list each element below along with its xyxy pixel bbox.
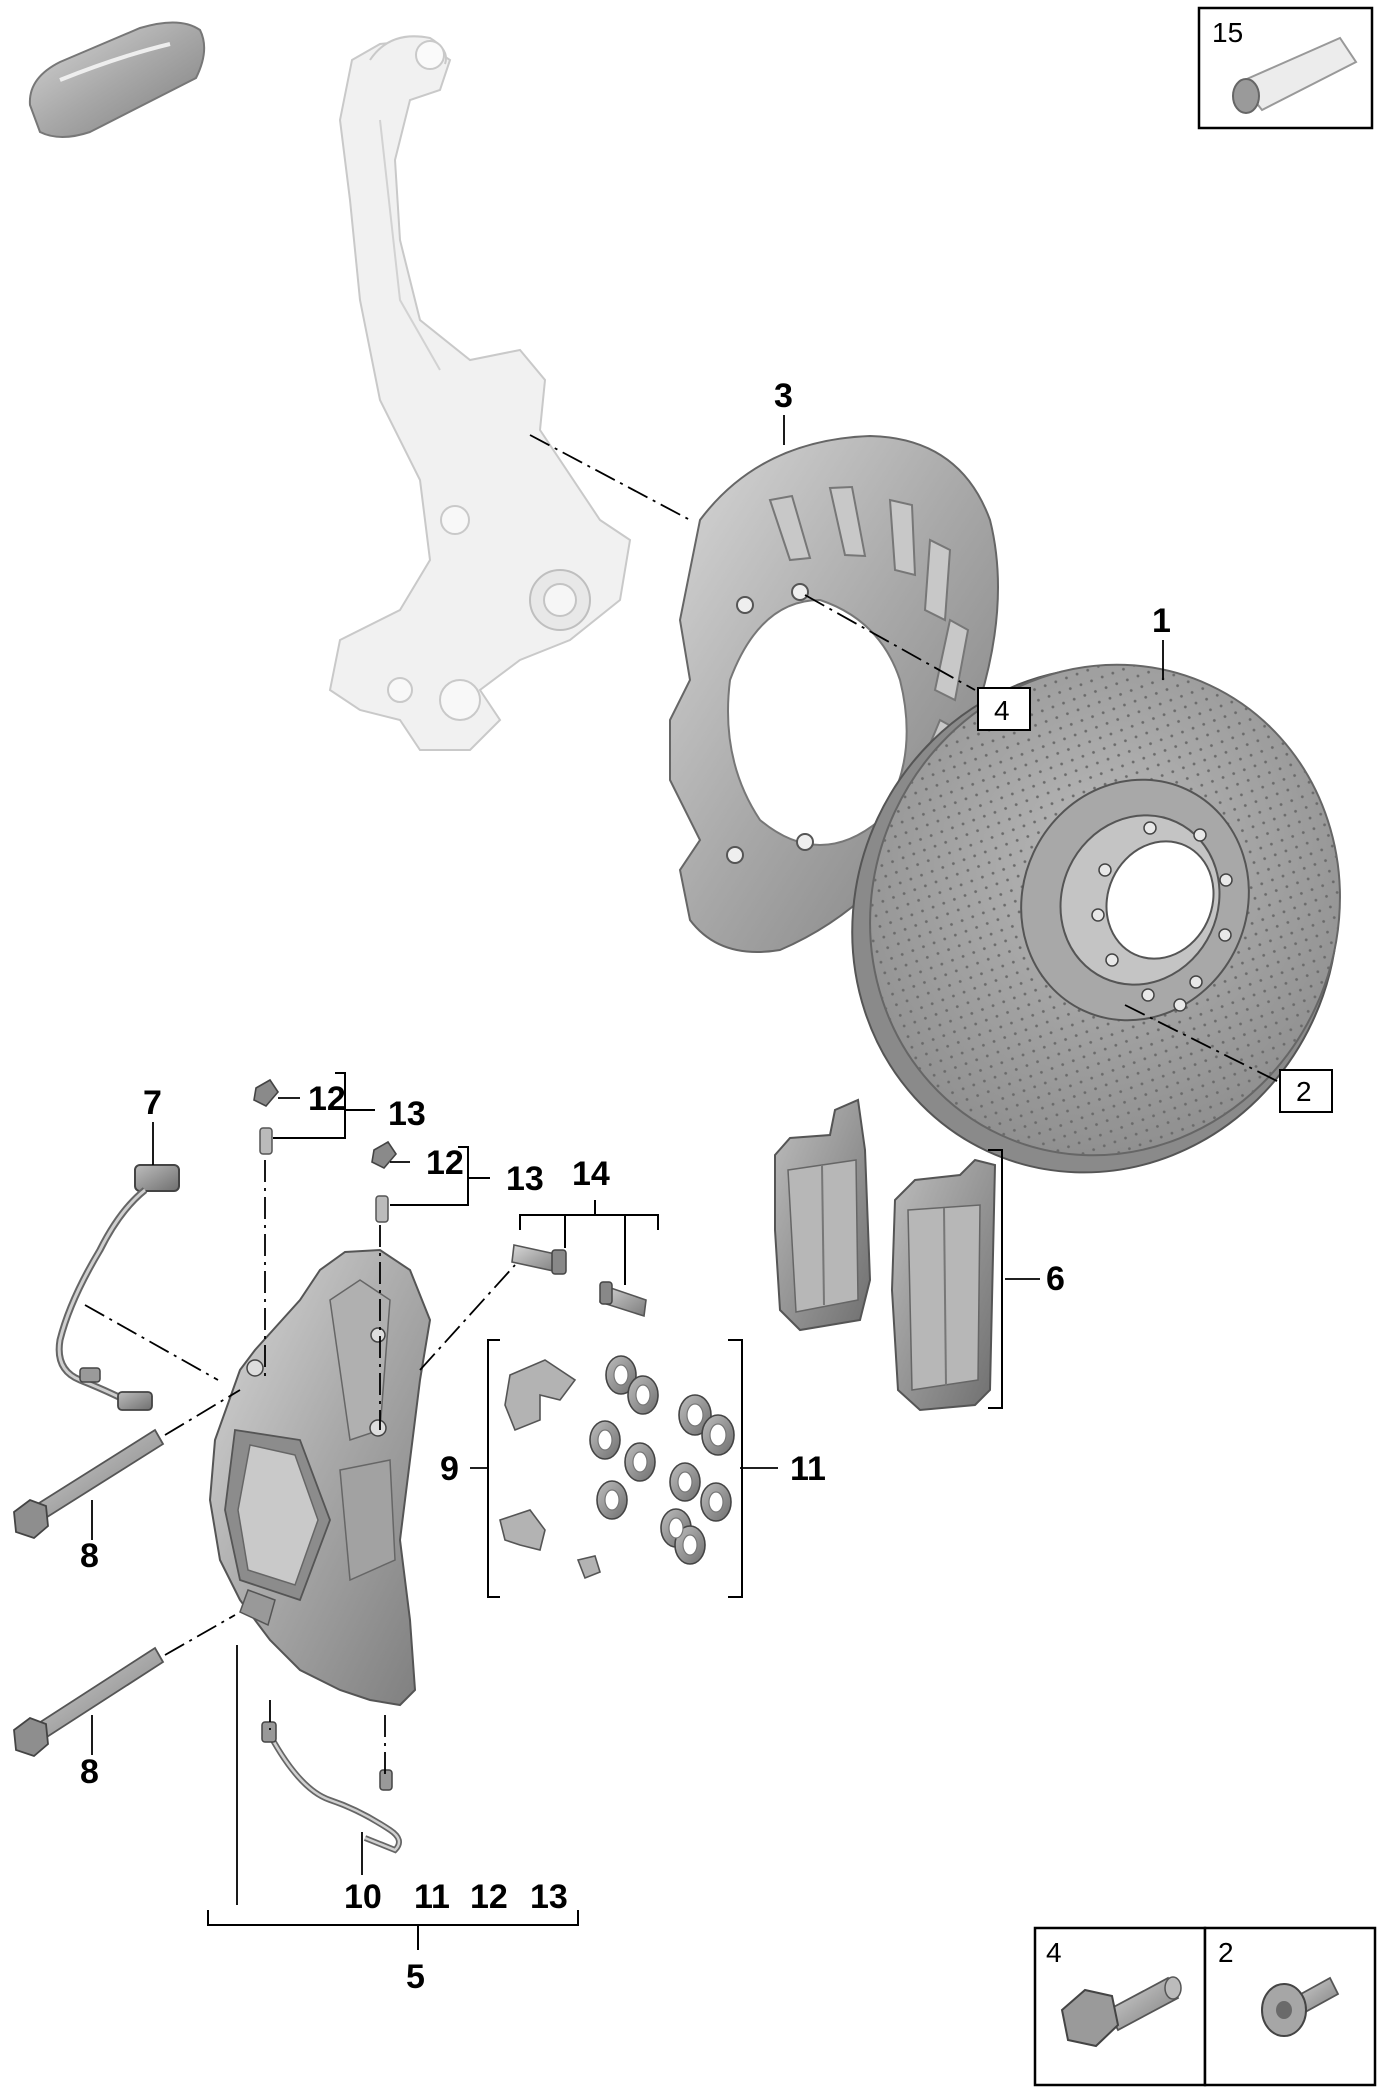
callout-12-lower: 12 bbox=[426, 1144, 464, 1182]
pad-retaining-spring bbox=[499, 1359, 601, 1580]
brake-pad-inner bbox=[774, 1098, 872, 1332]
brake-wear-sensor bbox=[55, 1164, 180, 1411]
callout-10: 10 bbox=[344, 1878, 382, 1916]
callout-9: 9 bbox=[440, 1450, 459, 1488]
caliper-bolt-upper bbox=[13, 1428, 165, 1540]
brake-disc bbox=[851, 663, 1341, 1174]
callout-11-seals: 11 bbox=[790, 1450, 826, 1488]
brake-pad-outer bbox=[890, 1158, 997, 1412]
grease-tube-detail-box: 15 bbox=[1197, 6, 1374, 130]
callout-3: 3 bbox=[774, 377, 793, 415]
detail-box-15-label: 15 bbox=[1212, 17, 1243, 48]
caliper-seal-kit bbox=[589, 1355, 735, 1565]
callout-1: 1 bbox=[1152, 602, 1171, 640]
bleeder-screw-b bbox=[371, 1140, 398, 1223]
callout-12-kit: 12 bbox=[470, 1878, 508, 1916]
callout-2-label: 2 bbox=[1296, 1076, 1312, 1107]
callout-6: 6 bbox=[1046, 1260, 1065, 1298]
guide-pin-b bbox=[599, 1281, 647, 1318]
callout-8-upper: 8 bbox=[80, 1537, 99, 1575]
callout-14: 14 bbox=[572, 1155, 610, 1193]
callout-8-lower: 8 bbox=[80, 1753, 99, 1791]
callout-4-label: 4 bbox=[994, 695, 1010, 726]
assembly-lines bbox=[84, 434, 1286, 1775]
countersunk-screw-icon bbox=[1261, 1976, 1340, 2037]
vehicle-model-icon bbox=[28, 21, 206, 138]
bleeder-screw-a bbox=[253, 1078, 280, 1155]
boxed-callout-2: 2 bbox=[1279, 1069, 1333, 1113]
fastener-detail-box: 4 2 bbox=[1033, 1926, 1377, 2087]
callout-13-lower: 13 bbox=[506, 1160, 544, 1198]
callout-13-upper: 13 bbox=[388, 1095, 426, 1133]
steering-knuckle bbox=[328, 35, 632, 751]
callout-11-kit: 11 bbox=[414, 1878, 450, 1916]
boxed-callout-4: 4 bbox=[977, 687, 1031, 731]
detail-box-4-label: 4 bbox=[1046, 1937, 1062, 1968]
brake-caliper bbox=[208, 1248, 432, 1707]
leader-lines bbox=[91, 415, 1164, 1875]
callout-5: 5 bbox=[406, 1958, 425, 1996]
hex-bolt-icon bbox=[1060, 1976, 1182, 2048]
callout-12-upper: 12 bbox=[308, 1080, 346, 1118]
brake-hose bbox=[261, 1721, 402, 1854]
detail-box-2-label: 2 bbox=[1218, 1937, 1234, 1968]
grease-tube-icon bbox=[1232, 36, 1358, 114]
callout-7: 7 bbox=[143, 1084, 162, 1122]
caliper-bolt-lower bbox=[13, 1646, 165, 1758]
callout-labels: 1 3 7 12 13 12 13 14 6 9 11 8 8 10 11 12… bbox=[80, 377, 1171, 1996]
callout-13-kit: 13 bbox=[530, 1878, 568, 1916]
guide-pin-a bbox=[511, 1244, 567, 1275]
group-brackets bbox=[207, 1072, 1003, 1950]
